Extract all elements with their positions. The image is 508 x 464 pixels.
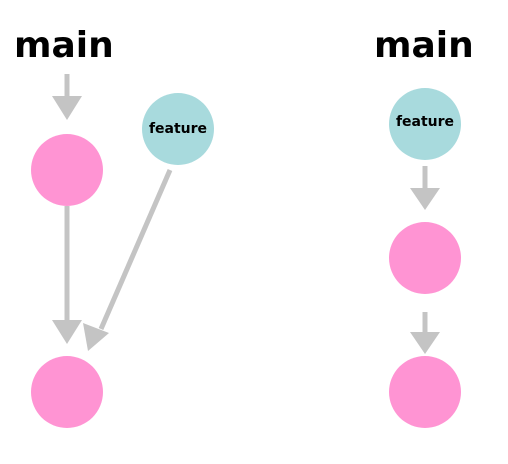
- commit-node-left-1: [31, 134, 103, 206]
- right-diagram: feature: [389, 88, 461, 428]
- left-diagram: feature: [31, 74, 214, 428]
- main-branch-label-left: main: [14, 25, 114, 66]
- arrow-feature-to-commit2-left: [83, 169, 173, 351]
- commit-node-right-1: [389, 222, 461, 294]
- arrow-main-to-commit-left: [52, 74, 82, 120]
- feature-node-left-label: feature: [149, 121, 207, 137]
- commit-node-right-2: [389, 356, 461, 428]
- main-branch-label-right: main: [374, 25, 474, 66]
- feature-node-right-label: feature: [396, 114, 454, 130]
- arrow-commit1-to-commit2-left: [52, 206, 82, 344]
- arrow-feature-to-commit1-right: [410, 166, 440, 210]
- feature-node-left: feature: [142, 93, 214, 165]
- arrow-commit1-to-commit2-right: [410, 312, 440, 354]
- feature-node-right: feature: [389, 88, 461, 160]
- commit-node-left-2: [31, 356, 103, 428]
